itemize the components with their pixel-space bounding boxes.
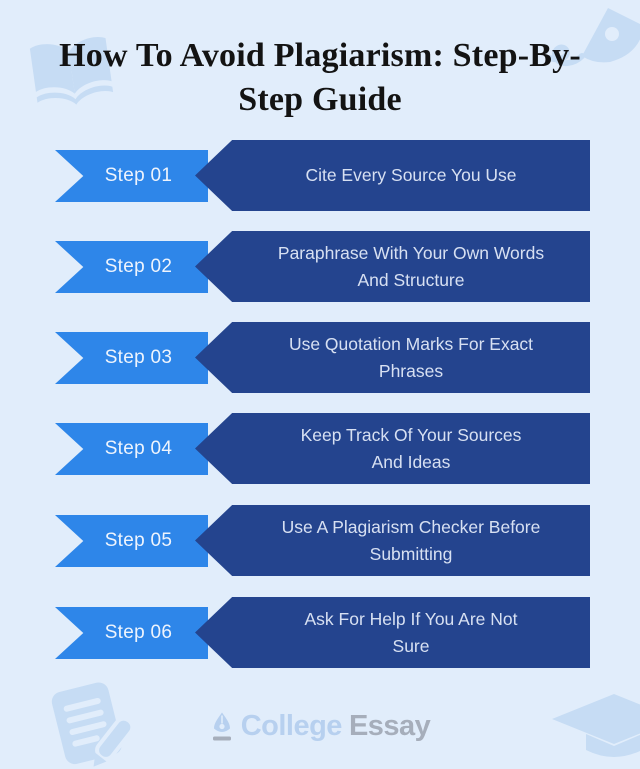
step-row-2: Step 02 Paraphrase With Your Own Words A… (0, 231, 640, 302)
step-text: Paraphrase With Your Own Words And Struc… (277, 242, 545, 290)
step-text: Cite Every Source You Use (305, 165, 517, 185)
step-text: Ask For Help If You Are Not Sure (304, 608, 518, 656)
step-banner-5: Use A Plagiarism Checker Before Submitti… (195, 505, 590, 576)
pen-nib-icon (212, 712, 231, 740)
step-badge-label: Step 06 (104, 622, 173, 643)
step-badge-label: Step 01 (104, 165, 173, 186)
page-title: How To Avoid Plagiarism: Step-By- Step G… (59, 37, 581, 118)
step-banner-1: Cite Every Source You Use (195, 140, 590, 211)
step-badge-4: Step 04 (55, 423, 208, 475)
step-badge-6: Step 06 (55, 607, 208, 659)
step-badge-label: Step 04 (104, 438, 173, 459)
step-badge-1: Step 01 (55, 150, 208, 202)
brand-name-essay: Essay (348, 709, 431, 742)
step-row-1: Step 01 Cite Every Source You Use (0, 140, 640, 211)
brand-name-college: College (240, 709, 343, 742)
step-banner-6: Ask For Help If You Are Not Sure (195, 597, 590, 668)
step-text: Use A Plagiarism Checker Before Submitti… (281, 516, 541, 564)
step-banner-4: Keep Track Of Your Sources And Ideas (195, 413, 590, 484)
step-banner-2: Paraphrase With Your Own Words And Struc… (195, 231, 590, 302)
step-text: Use Quotation Marks For Exact Phrases (288, 333, 534, 381)
step-row-3: Step 03 Use Quotation Marks For Exact Ph… (0, 322, 640, 393)
step-row-5: Step 05 Use A Plagiarism Checker Before … (0, 505, 640, 576)
step-badge-2: Step 02 (55, 241, 208, 293)
step-row-6: Step 06 Ask For Help If You Are Not Sure (0, 597, 640, 668)
step-badge-5: Step 05 (55, 515, 208, 567)
step-badge-3: Step 03 (55, 332, 208, 384)
step-badge-label: Step 05 (104, 530, 173, 551)
step-banner-3: Use Quotation Marks For Exact Phrases (195, 322, 590, 393)
step-badge-label: Step 03 (104, 347, 173, 368)
step-badge-label: Step 02 (104, 256, 173, 277)
step-row-4: Step 04 Keep Track Of Your Sources And I… (0, 413, 640, 484)
step-text: Keep Track Of Your Sources And Ideas (300, 424, 522, 472)
